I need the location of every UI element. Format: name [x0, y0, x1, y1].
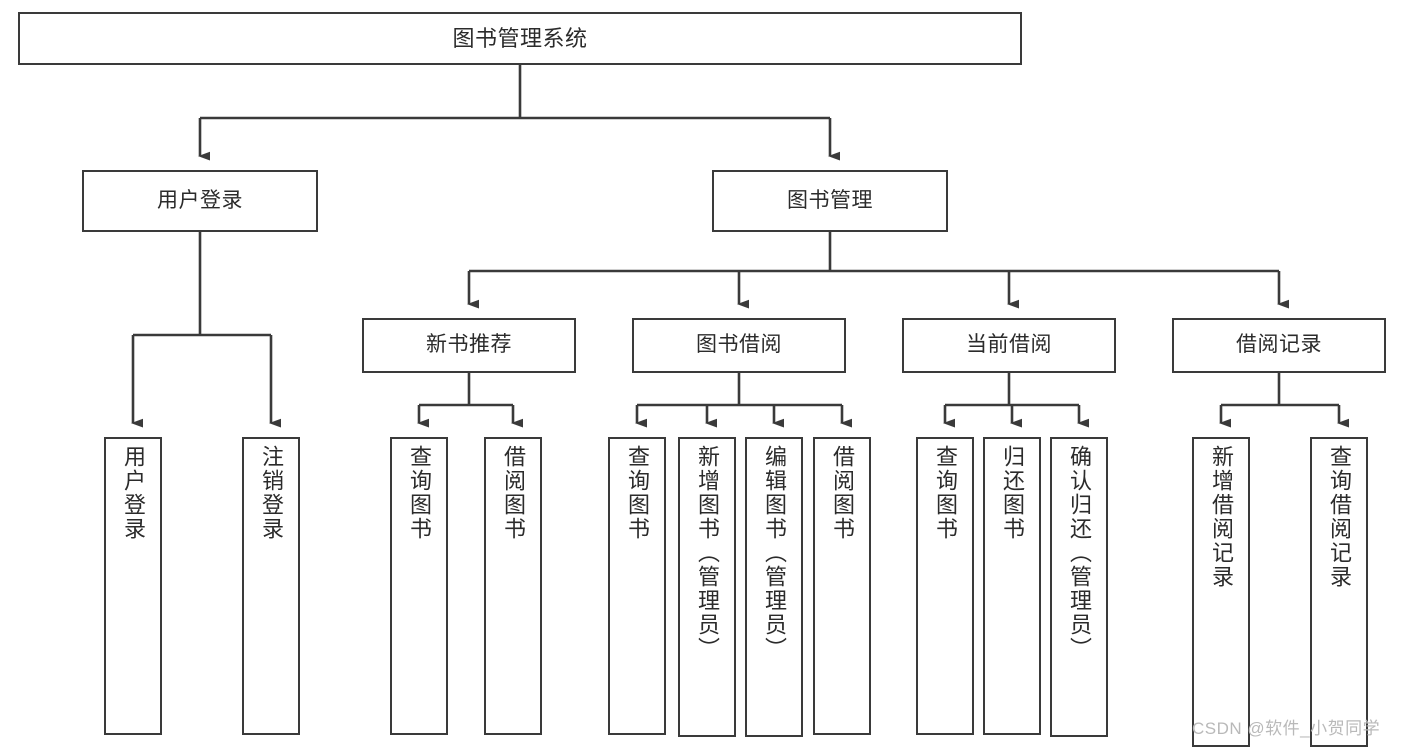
node-leaf-borrow-book-2-label: 借阅图书 [830, 445, 855, 541]
node-leaf-add-book[interactable]: 新增图书（管理员） [678, 437, 736, 737]
node-user-login[interactable]: 用户登录 [82, 170, 318, 232]
node-leaf-query-book-2[interactable]: 查询图书 [608, 437, 666, 735]
node-leaf-return-book[interactable]: 归还图书 [983, 437, 1041, 735]
node-leaf-query-book-3-label: 查询图书 [933, 445, 958, 541]
node-root-label: 图书管理系统 [452, 25, 588, 51]
node-leaf-add-book-label: 新增图书（管理员） [695, 445, 720, 661]
node-leaf-confirm-return[interactable]: 确认归还（管理员） [1050, 437, 1108, 737]
node-book-manage-label: 图书管理 [787, 188, 873, 212]
node-user-login-label: 用户登录 [157, 188, 243, 212]
node-leaf-return-book-label: 归还图书 [1000, 445, 1025, 541]
node-leaf-query-book-2-label: 查询图书 [625, 445, 650, 541]
node-book-borrow[interactable]: 图书借阅 [632, 318, 846, 373]
node-leaf-add-record[interactable]: 新增借阅记录 [1192, 437, 1250, 747]
node-root[interactable]: 图书管理系统 [18, 12, 1022, 65]
node-new-book-recommend-label: 新书推荐 [426, 333, 512, 357]
node-leaf-add-record-label: 新增借阅记录 [1209, 445, 1234, 589]
node-leaf-edit-book-label: 编辑图书（管理员） [762, 445, 787, 661]
node-leaf-borrow-book-1[interactable]: 借阅图书 [484, 437, 542, 735]
node-borrow-record[interactable]: 借阅记录 [1172, 318, 1386, 373]
node-new-book-recommend[interactable]: 新书推荐 [362, 318, 576, 373]
node-leaf-logout[interactable]: 注销登录 [242, 437, 300, 735]
node-leaf-borrow-book-1-label: 借阅图书 [501, 445, 526, 541]
node-leaf-query-book-1-label: 查询图书 [407, 445, 432, 541]
node-book-borrow-label: 图书借阅 [696, 333, 782, 357]
node-leaf-user-login[interactable]: 用户登录 [104, 437, 162, 735]
node-leaf-user-login-label: 用户登录 [121, 445, 146, 541]
node-leaf-logout-label: 注销登录 [259, 445, 284, 541]
node-leaf-query-record-label: 查询借阅记录 [1327, 445, 1352, 589]
node-current-borrow[interactable]: 当前借阅 [902, 318, 1116, 373]
node-borrow-record-label: 借阅记录 [1236, 333, 1322, 357]
node-leaf-confirm-return-label: 确认归还（管理员） [1067, 445, 1092, 661]
node-book-manage[interactable]: 图书管理 [712, 170, 948, 232]
node-current-borrow-label: 当前借阅 [966, 333, 1052, 357]
node-leaf-query-record[interactable]: 查询借阅记录 [1310, 437, 1368, 747]
node-leaf-query-book-1[interactable]: 查询图书 [390, 437, 448, 735]
node-leaf-edit-book[interactable]: 编辑图书（管理员） [745, 437, 803, 737]
node-leaf-borrow-book-2[interactable]: 借阅图书 [813, 437, 871, 735]
node-leaf-query-book-3[interactable]: 查询图书 [916, 437, 974, 735]
